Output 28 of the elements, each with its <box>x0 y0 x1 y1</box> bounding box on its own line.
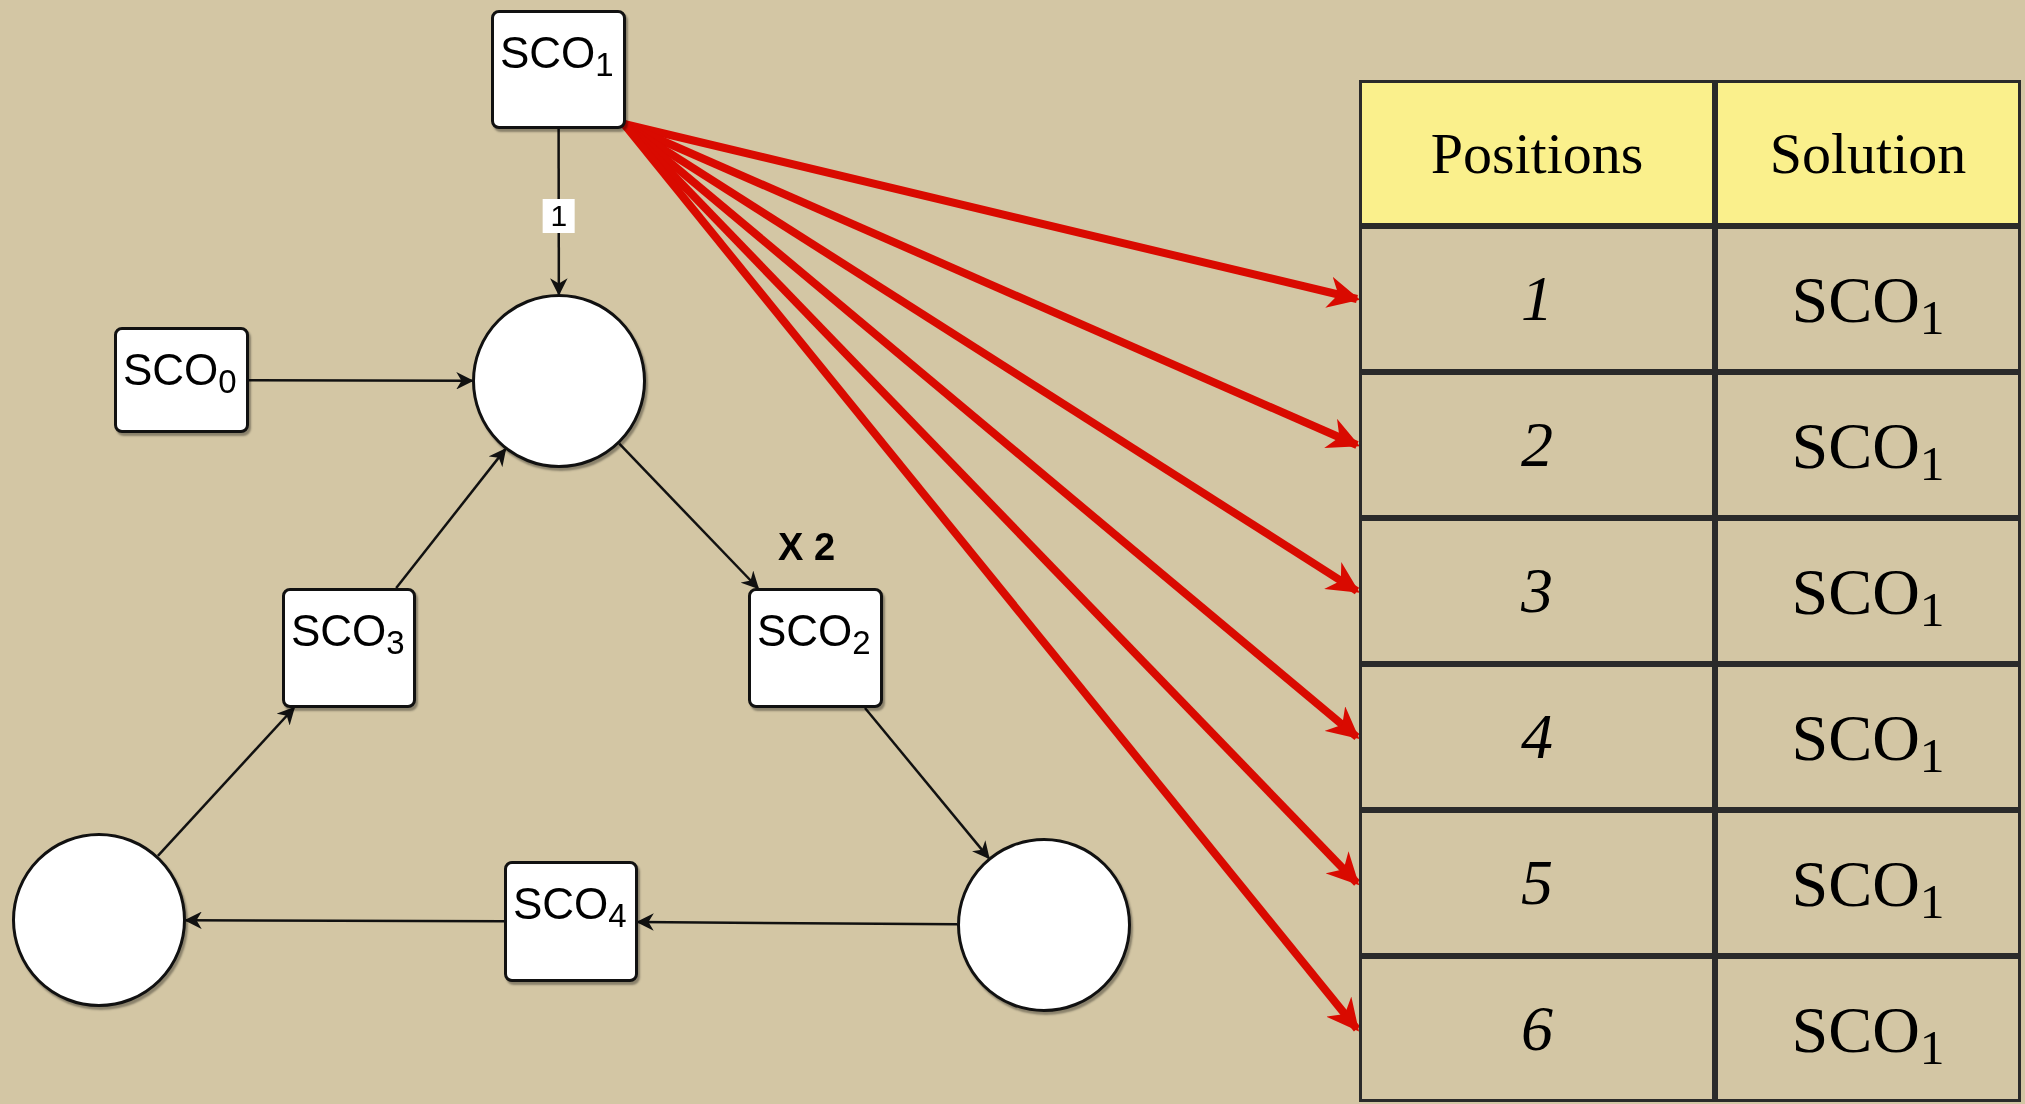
table-cell: SCO$_{1}$ <box>1715 810 2021 956</box>
table-cell: 3 <box>1359 518 1715 664</box>
process-box: SCO$_{2}$ <box>748 588 883 708</box>
table-cell: SCO$_{1}$ <box>1715 956 2021 1102</box>
process-box: SCO$_{0}$ <box>114 327 249 433</box>
table-cell: 6 <box>1359 956 1715 1102</box>
table-cell: SCO$_{1}$ <box>1715 664 2021 810</box>
table-cell: 5 <box>1359 810 1715 956</box>
arrow <box>618 442 760 590</box>
header-cell: Positions <box>1359 80 1715 226</box>
process-box: SCO$_{1}$ <box>491 10 626 129</box>
table-cell: 1 <box>1359 226 1715 372</box>
multiplier-label: X 2 <box>778 528 836 566</box>
arrow <box>156 706 296 857</box>
table-cell: SCO$_{1}$ <box>1715 518 2021 664</box>
header-cell: Solution <box>1715 80 2021 226</box>
arrow <box>184 911 504 930</box>
process-box: SCO$_{3}$ <box>282 588 416 708</box>
table-cell: SCO$_{1}$ <box>1715 226 2021 372</box>
table-cell: SCO$_{1}$ <box>1715 372 2021 518</box>
arrow <box>395 448 507 589</box>
table-cell: 2 <box>1359 372 1715 518</box>
table-cell: 4 <box>1359 664 1715 810</box>
arrow <box>864 707 990 860</box>
process-box: SCO$_{4}$ <box>504 861 638 982</box>
edge-label: 1 <box>542 198 576 233</box>
arrow <box>636 913 957 931</box>
arrow <box>249 372 474 390</box>
